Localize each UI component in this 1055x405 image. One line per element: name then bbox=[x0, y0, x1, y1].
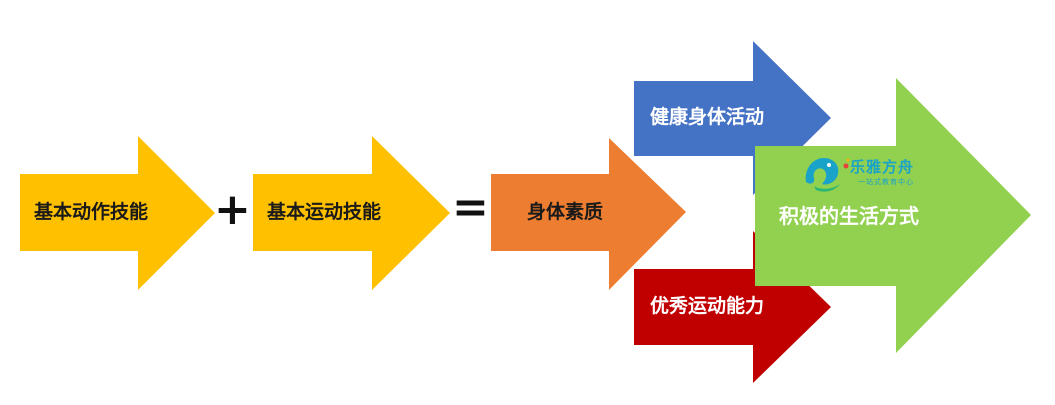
brand-logo: 乐雅方舟 一站式教育中心 bbox=[800, 152, 925, 194]
logo-subtitle: 一站式教育中心 bbox=[858, 178, 914, 186]
label-basic-action: 基本动作技能 bbox=[34, 201, 149, 223]
dolphin-logo-icon bbox=[805, 158, 850, 192]
plus-operator: + bbox=[214, 184, 251, 235]
arrow-active-lifestyle bbox=[755, 78, 1031, 353]
label-active-lifestyle: 积极的生活方式 bbox=[779, 204, 919, 228]
arrow-physical-quality bbox=[491, 138, 686, 290]
arrow-basic-sport bbox=[253, 136, 450, 290]
label-basic-sport: 基本运动技能 bbox=[267, 201, 382, 223]
label-excellent-ability: 优秀运动能力 bbox=[650, 295, 765, 317]
arrow-basic-action bbox=[20, 136, 215, 290]
label-healthy-activity: 健康身体活动 bbox=[650, 106, 765, 128]
logo-title: 乐雅方舟 bbox=[850, 158, 915, 176]
equals-operator: = bbox=[452, 182, 489, 233]
label-physical-quality: 身体素质 bbox=[527, 201, 604, 223]
